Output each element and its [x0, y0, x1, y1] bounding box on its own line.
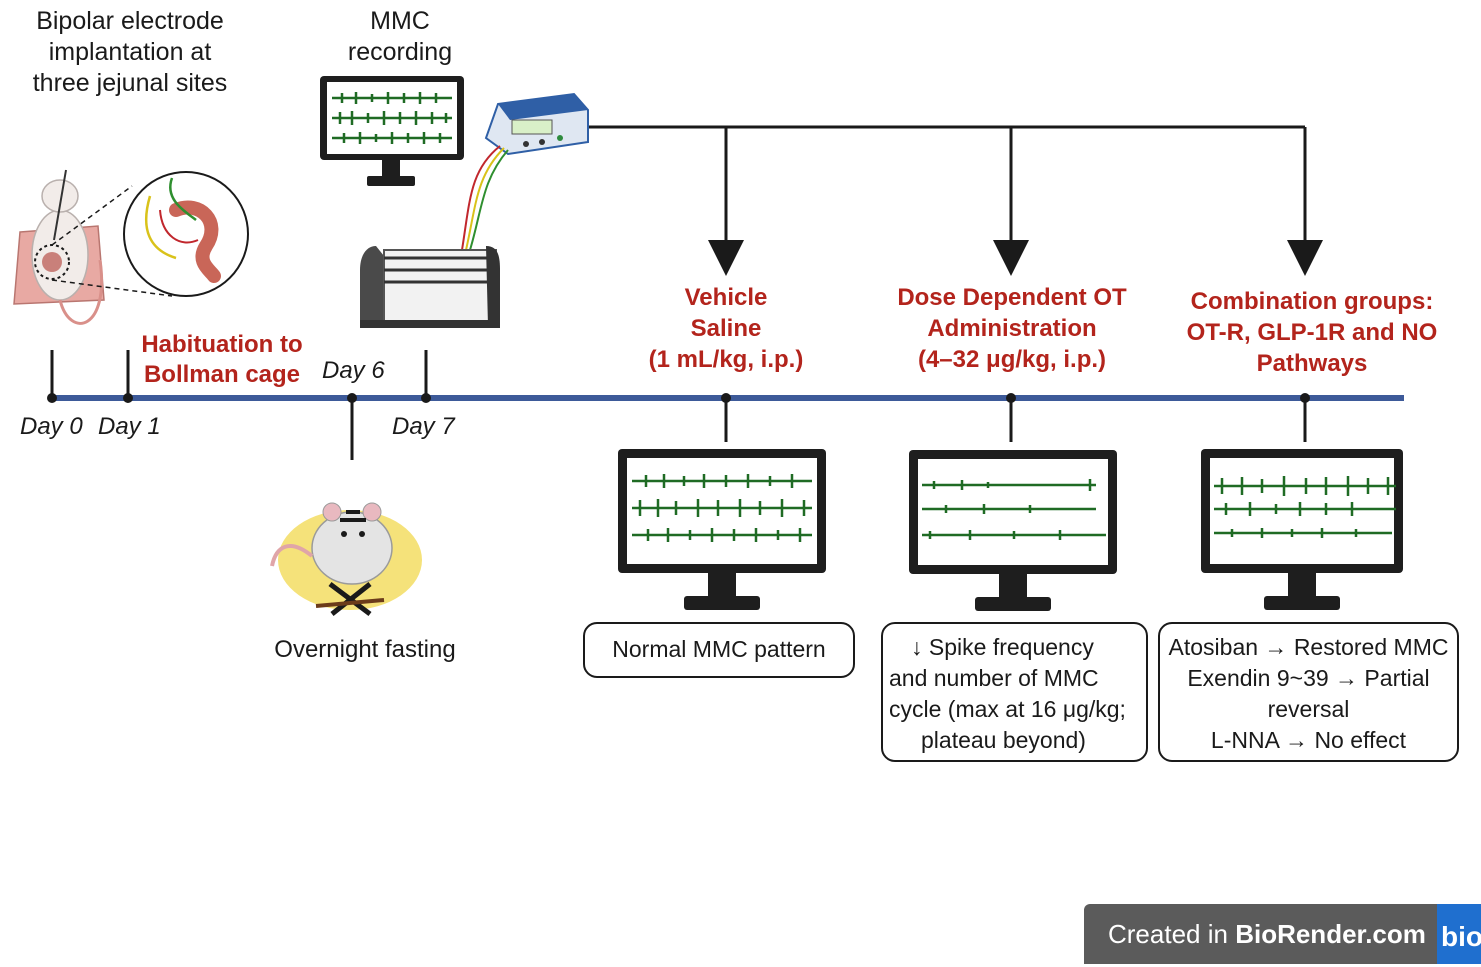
- magnified-jejunum-inset: [123, 171, 249, 297]
- monitor-vehicle: [618, 449, 826, 610]
- result-dose: ↓ Spike frequency and number of MMC cycl…: [881, 622, 1148, 762]
- group-combination-title: Combination groups: OT-R, GLP-1R and NO …: [1186, 288, 1438, 377]
- recording-monitor: [320, 76, 464, 186]
- treatment-arrows: [588, 125, 1323, 276]
- fasting-label: Overnight fasting: [274, 636, 456, 663]
- day-ticks: [50, 350, 428, 460]
- biorender-badge: Created in BioRender.com bio: [1084, 904, 1481, 964]
- monitor-combination: [1201, 449, 1403, 610]
- day-0-label: Day 0: [20, 413, 83, 440]
- fasting-rat-illustration: [270, 502, 422, 616]
- day-6-label: Day 6: [322, 357, 385, 384]
- day-1-label: Day 1: [98, 413, 161, 440]
- group-vehicle-title: Vehicle Saline (1 mL/kg, i.p.): [648, 284, 804, 373]
- bollman-cage: [360, 246, 500, 328]
- rat-surgery-illustration: [13, 169, 249, 325]
- result-vehicle: Normal MMC pattern: [583, 622, 855, 678]
- biorender-logo: bio: [1437, 904, 1481, 964]
- mmc-recording-label: MMC recording: [347, 7, 453, 66]
- result-combination: Atosiban → Restored MMC Exendin 9~39 → P…: [1158, 622, 1459, 762]
- amplifier-device: [484, 92, 589, 156]
- day-7-label: Day 7: [392, 413, 455, 440]
- habituation-label: Habituation to Bollman cage: [141, 331, 303, 388]
- badge-prefix: Created in: [1108, 919, 1236, 949]
- implant-label: Bipolar electrode implantation at three …: [32, 7, 228, 97]
- badge-brand: BioRender.com: [1235, 919, 1426, 949]
- group-dose-title: Dose Dependent OT Administration (4–32 μ…: [897, 284, 1127, 373]
- monitor-dose: [909, 450, 1117, 611]
- electrode-cables: [461, 145, 509, 251]
